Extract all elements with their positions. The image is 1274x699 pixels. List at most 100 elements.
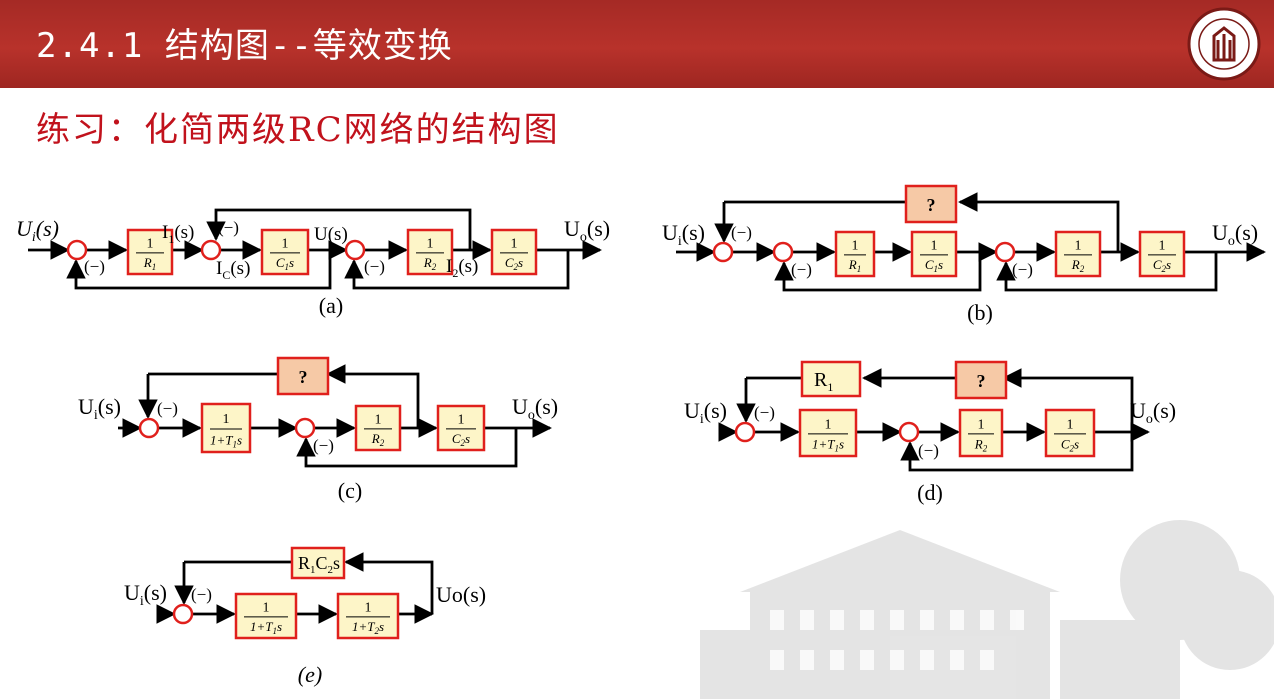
sum-a2 [200,239,222,261]
block-1-over-1plusT2s: 11+T2s [336,592,400,640]
block-R1 [800,360,862,398]
feedback-R1C2s-label: R1C2s [298,553,340,576]
numerator: 1 [427,237,434,252]
output-label: Uo(s) [512,394,558,423]
block-1-over-1plusT1s: 1 1+T1s [234,592,298,640]
denominator: R2 [1071,257,1085,274]
block-1-over-C2s: 1C2s [490,228,538,276]
numerator: 1 [825,417,832,432]
sum-c1 [138,417,160,439]
sum-b2 [772,241,794,263]
sum-a3 [344,239,366,261]
numerator: 1 [852,239,859,254]
campus-background-drawing [700,520,1274,699]
block-1-over-C2s: 1C2s [436,404,486,452]
unknown-block-d: ? [954,360,1008,400]
signal-arrow [66,250,332,290]
signal-U: U(s) [314,224,348,245]
numerator: 1 [147,237,154,252]
sum-b3 [994,241,1016,263]
numerator: 1 [263,601,270,616]
negative-sign-label: (−) [157,399,178,418]
diagram-caption: (d) [917,480,943,505]
sum-d1 [734,421,756,443]
denominator: R1 [143,255,156,272]
signal-arrow [344,250,570,290]
negative-sign-label: (−) [918,441,939,460]
signal-arrow [958,192,1120,252]
numerator: 1 [931,239,938,254]
negative-sign-label: (−) [313,436,334,455]
signal-arrow [326,364,420,428]
denominator: 1+T1s [250,619,282,636]
signal-I1: I1(s) [162,222,194,246]
title-banner: 2.4.1 结构图--等效变换 [0,0,1274,88]
output-label: Uo(s) [1130,398,1176,427]
input-label: Ui(s) [684,398,727,427]
block-R1C2s: R1C2s [290,546,346,580]
denominator: 1+T1s [812,437,844,454]
block-1-over-1plusT1s: 11+T1s [200,402,252,454]
signal-wires [28,192,1266,624]
output-label: Uo(s) [436,582,486,607]
denominator: C2s [505,255,523,272]
numerator: 1 [458,413,465,428]
negative-sign-label: (−) [218,218,239,237]
sum-d2 [898,421,920,443]
negative-sign-label: (−) [1012,260,1033,279]
input-label: Ui(s) [662,220,705,249]
block-1-over-R1: 1R1 [834,230,876,278]
denominator: C2s [1061,437,1079,454]
signal-arrow [296,428,518,468]
block-1-over-C2s: 1C2s [1044,408,1096,458]
unknown-mark: ? [299,367,308,387]
numerator: 1 [1159,239,1166,254]
university-seal-logo [1187,7,1261,81]
block-1-over-R2: 1R2 [1054,230,1102,278]
signal-arrow [344,552,434,614]
numerator: 1 [511,237,518,252]
input-label: Ui(s) [78,394,121,423]
unknown-block-b: ? [904,184,958,224]
diagram-caption: (c) [338,478,362,503]
unknown-mark: ? [927,195,936,215]
sum-e1 [172,603,194,625]
denominator: 1+T2s [352,619,384,636]
negative-sign-label: (−) [791,260,812,279]
block-1-over-1plusT1s: 1 1+T1s [798,408,858,458]
denominator: 1+T1s [210,432,242,449]
negative-sign-label: (−) [731,223,752,242]
signal-IC: IC(s) [216,258,250,282]
output-label: Uo(s) [1212,220,1258,249]
sum-a1 [66,239,88,261]
signal-arrow [1002,368,1134,432]
numerator: 1 [1075,239,1082,254]
denominator: R2 [423,255,437,272]
block-1-over-R2: 1R2 [354,404,402,452]
block-1-over-C2s: 1C2s [1138,230,1186,278]
signal-arrow [996,252,1218,292]
denominator: C1s [925,257,943,274]
diagram-caption: (a) [319,293,343,318]
unknown-block-c: ? [276,356,330,396]
denominator: R2 [974,437,988,454]
denominator: C1s [276,255,294,272]
denominator: C2s [452,431,470,448]
output-label: Uo(s) [564,216,610,245]
signal-arrow [206,208,472,250]
denominator: C2s [1153,257,1171,274]
slide-title: 2.4.1 结构图--等效变换 [36,26,453,66]
numerator: 1 [282,237,289,252]
input-label: Ui(s) [16,216,59,245]
denominator: R1 [848,257,861,274]
signal-arrow [900,432,1134,472]
negative-sign-label: (−) [364,257,385,276]
numerator: 1 [375,413,382,428]
signal-arrow [774,252,982,292]
signal-I2: I2(s) [446,256,478,280]
diagram-caption: (b) [967,300,993,325]
